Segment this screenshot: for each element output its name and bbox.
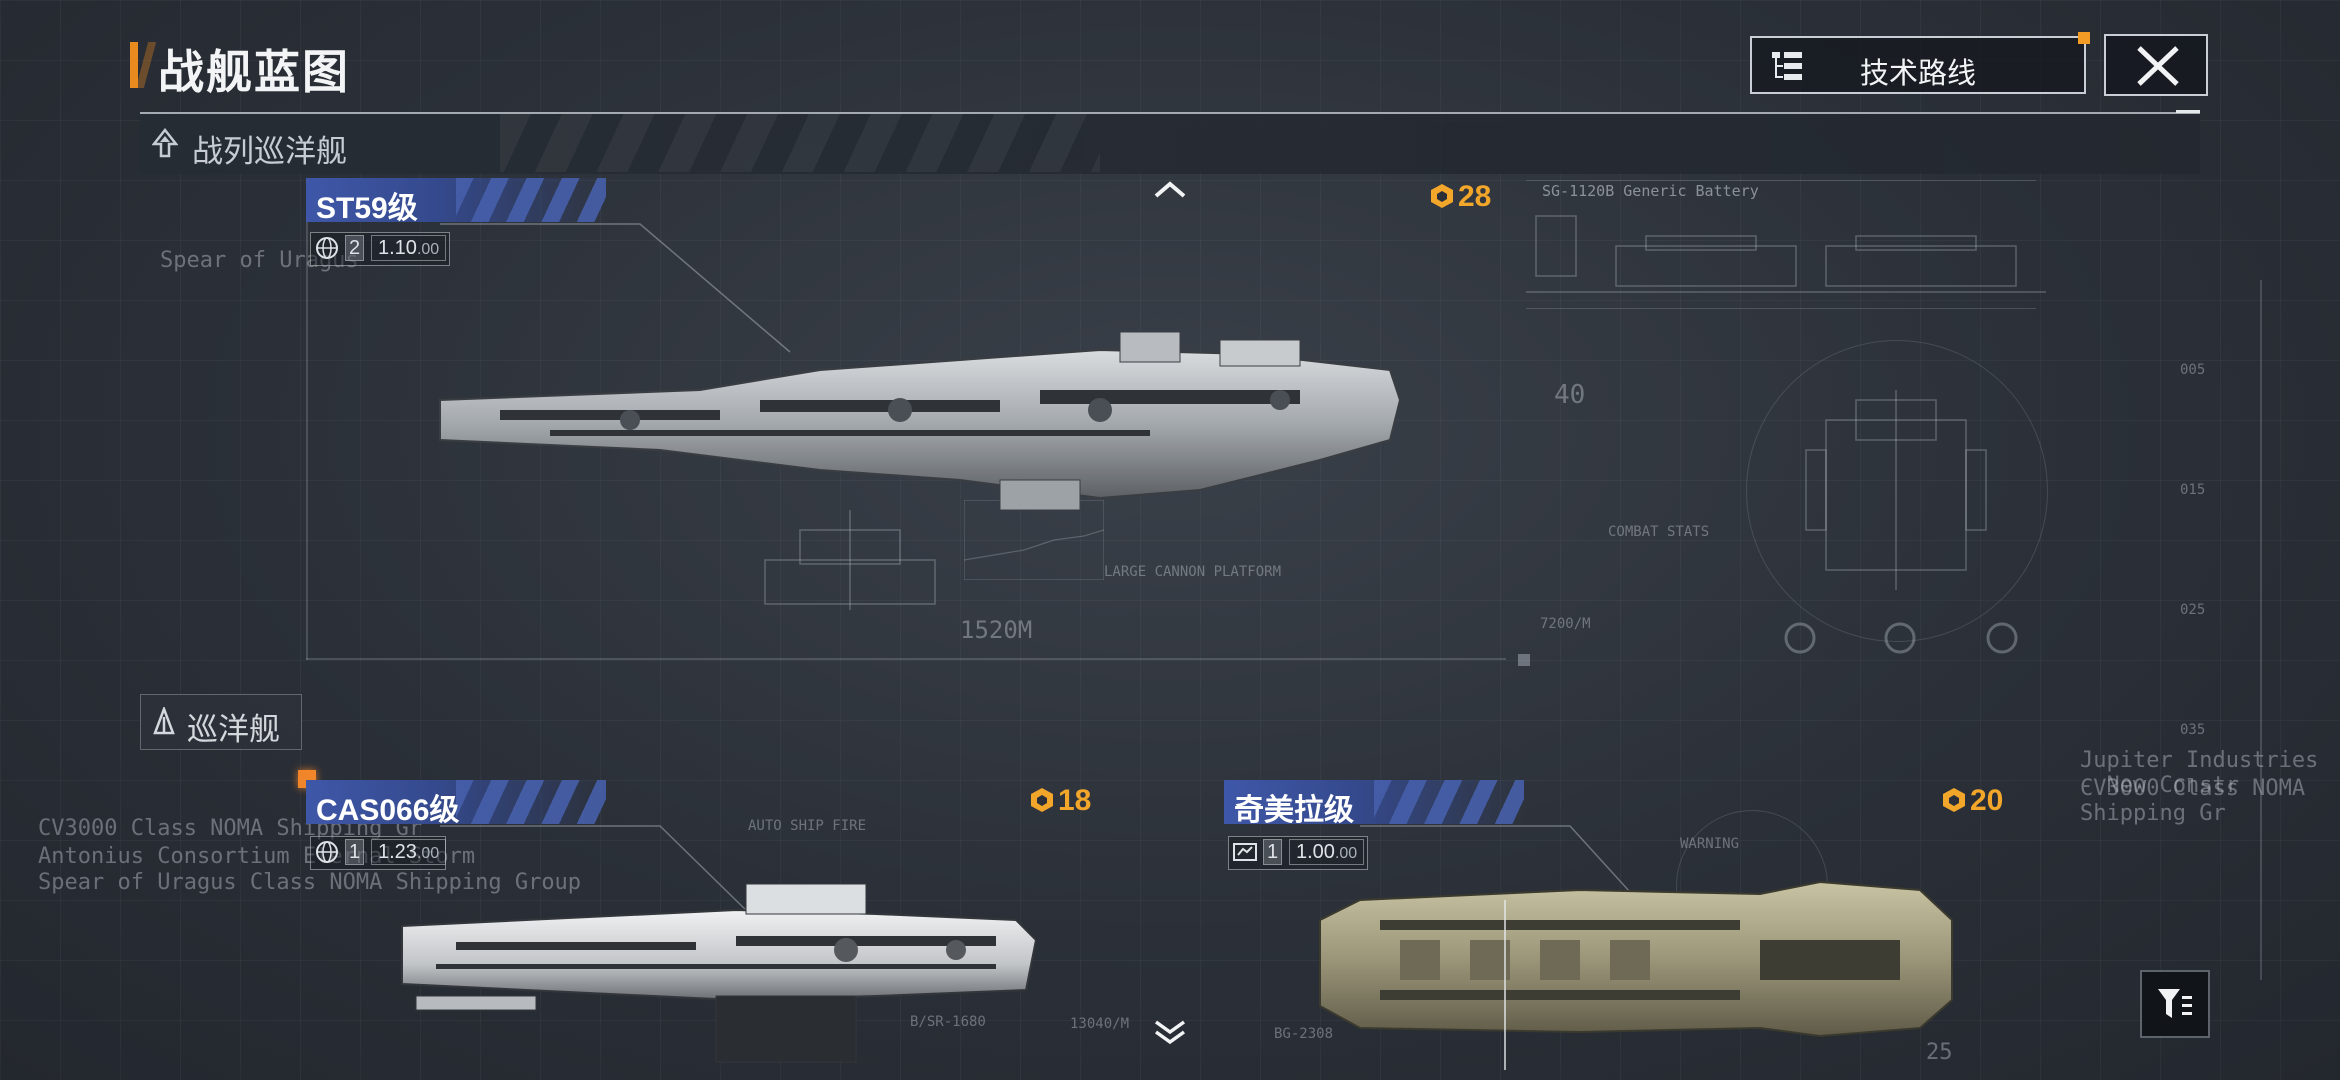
crosshair-line xyxy=(1504,900,1506,1070)
ship-version-suffix: .00 xyxy=(416,241,440,258)
length-label: 1520M xyxy=(960,616,1033,644)
ship-version-box: 1.10.00 xyxy=(371,235,447,261)
ship-image-st59[interactable] xyxy=(400,330,1410,530)
blueprint-right-scale xyxy=(2260,280,2262,980)
scale-label: 015 xyxy=(2180,482,2206,498)
tech-route-label: 技术路线 xyxy=(1859,58,1976,90)
ship-version: 1.10 xyxy=(378,237,417,259)
ship-tier: 1 xyxy=(1263,839,1283,865)
blueprint-baseline xyxy=(306,658,1506,660)
page-title: 战舰蓝图 xyxy=(158,46,350,98)
bg-text: CV3000 Class NOMA Shipping Gr xyxy=(2080,776,2306,826)
blueprint-mid-line xyxy=(1526,308,2036,309)
blueprint-circle xyxy=(1746,340,2048,642)
name-bar-stripes xyxy=(456,780,606,824)
turret-label: BG-2308 xyxy=(1274,1026,1334,1042)
leader-line xyxy=(440,223,791,353)
notification-dot xyxy=(2078,32,2090,44)
close-button[interactable] xyxy=(2104,34,2208,96)
close-icon xyxy=(2137,46,2179,86)
blueprint-vertical-line xyxy=(306,200,308,660)
cost-value: 20 xyxy=(1970,784,2004,817)
ship-version-suffix: .00 xyxy=(416,845,440,862)
platform-label: LARGE CANNON PLATFORM xyxy=(1104,564,1282,580)
ship-name: ST59级 xyxy=(316,192,418,225)
section-header-stripes xyxy=(500,114,1100,172)
ship-tier: 2 xyxy=(345,235,365,261)
ship-tier: 1 xyxy=(345,839,365,865)
title-accent-shadow xyxy=(135,42,157,88)
cruiser-class-icon xyxy=(153,707,175,735)
filter-button[interactable] xyxy=(2140,970,2210,1038)
ship-version: 1.00 xyxy=(1296,841,1335,863)
value-40-label: 40 xyxy=(1554,380,1586,410)
bsr-label: B/SR-1680 xyxy=(910,1014,986,1030)
speed2-label: 13040/M xyxy=(1070,1016,1130,1032)
blueprint-cost-icon xyxy=(1031,788,1053,812)
ship-version-box: 1.00.00 xyxy=(1289,839,1365,865)
bg-text: Jupiter Industries - New Constr xyxy=(2080,748,2319,798)
globe-icon xyxy=(316,237,338,259)
bg-text: Spear of Uragus Class NOMA Shipping Grou… xyxy=(38,870,582,895)
scroll-down-arrow-icon[interactable] xyxy=(1150,1016,1190,1046)
battery-schematic xyxy=(1526,215,2046,293)
scale-label: 25 xyxy=(1926,1040,1953,1065)
section-label-battlecruiser: 战列巡洋舰 xyxy=(192,134,347,169)
globe-icon xyxy=(316,841,338,863)
leader-line xyxy=(440,825,751,915)
name-bar-stripes xyxy=(456,178,606,222)
ship-cost-chimera: 20 xyxy=(1940,784,2003,818)
blueprint-cost-icon xyxy=(1943,788,1965,812)
title-accent xyxy=(130,42,138,88)
battlecruiser-class-icon xyxy=(152,128,178,158)
ship-card-st59[interactable]: ST59级 xyxy=(306,178,606,225)
ship-meta-st59: 2 1.10.00 xyxy=(310,232,450,266)
ship-version-box: 1.23.00 xyxy=(371,839,447,865)
blueprint-top-line xyxy=(1526,180,2036,181)
chart-schematic xyxy=(964,500,1104,580)
ship-card-cas066[interactable]: CAS066级 xyxy=(306,780,606,827)
section-label-cruiser: 巡洋舰 xyxy=(187,712,280,747)
ship-image-chimera[interactable] xyxy=(1300,880,1960,1070)
section-edge-marker xyxy=(2176,110,2200,113)
name-bar-stripes xyxy=(1374,780,1524,824)
scroll-up-arrow-icon[interactable] xyxy=(1150,176,1190,202)
wheel-icons xyxy=(1784,622,2018,654)
ship-card-chimera[interactable]: 奇美拉级 xyxy=(1224,780,1524,827)
section-header-battlecruiser: 战列巡洋舰 xyxy=(140,112,2200,174)
blueprint-cost-icon xyxy=(1431,184,1453,208)
section-header-cruiser: 巡洋舰 xyxy=(140,694,302,750)
combat-stats-label: COMBAT STATS xyxy=(1608,524,1710,540)
ship-name: CAS066级 xyxy=(316,794,460,827)
tech-tree-icon xyxy=(1772,52,1802,80)
filter-icon xyxy=(2158,989,2192,1018)
speed-label: 7200/M xyxy=(1540,616,1591,632)
cost-value: 28 xyxy=(1458,180,1492,213)
ship-rear-schematic xyxy=(764,510,936,610)
tech-route-button[interactable]: 技术路线 xyxy=(1750,32,2090,94)
ship-version: 1.23 xyxy=(378,841,417,863)
ship-name-bar: CAS066级 xyxy=(306,780,606,827)
battery-label: SG-1120B Generic Battery xyxy=(1542,182,1759,200)
bg-text: Spear of Uragus xyxy=(160,248,359,273)
ship-name-bar: 奇美拉级 xyxy=(1224,780,1524,827)
ship-cost-cas066: 18 xyxy=(1028,784,1091,818)
scale-label: 025 xyxy=(2180,602,2206,618)
scale-label: 005 xyxy=(2180,362,2206,378)
marker-square xyxy=(1518,654,1530,666)
ship-name-bar: ST59级 xyxy=(306,178,606,225)
ship-cost-st59: 28 xyxy=(1428,180,1491,214)
cost-value: 18 xyxy=(1058,784,1092,817)
scale-label: 035 xyxy=(2180,722,2206,738)
warning-label: WARNING xyxy=(1680,836,1740,852)
leader-line xyxy=(1360,825,1651,915)
auto-fire-label: AUTO SHIP FIRE xyxy=(748,818,867,834)
ship-meta-chimera: 1 1.00.00 xyxy=(1228,836,1368,870)
ship-front-schematic xyxy=(1805,390,1987,590)
ship-image-cas066[interactable] xyxy=(396,880,1036,1070)
ship-version-suffix: .00 xyxy=(1334,845,1358,862)
ship-name: 奇美拉级 xyxy=(1234,794,1354,827)
faction-logo-icon xyxy=(1233,843,1257,861)
ship-meta-cas066: 1 1.23.00 xyxy=(310,836,447,870)
